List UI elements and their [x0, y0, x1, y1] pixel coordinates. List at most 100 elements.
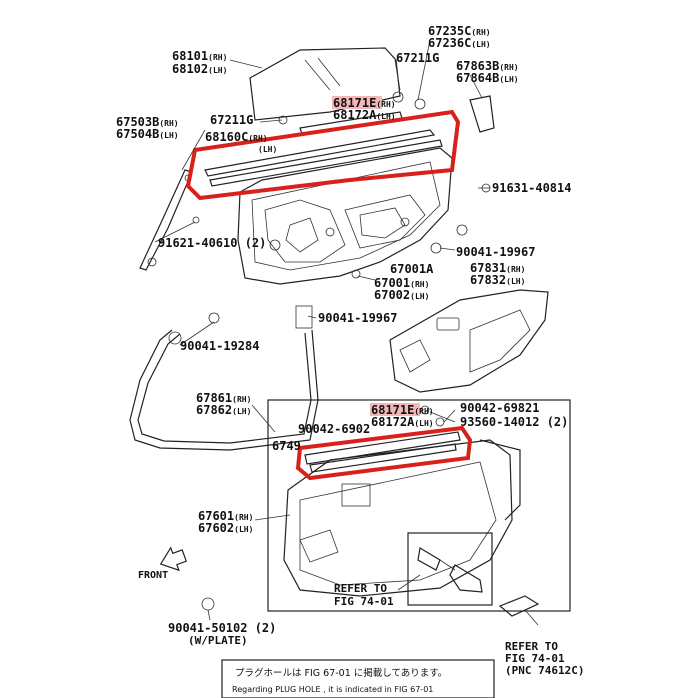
part-highlight-68171e-top [332, 96, 382, 109]
svg-text:67832(LH): 67832(LH) [470, 273, 525, 287]
svg-text:67862(LH): 67862(LH) [196, 403, 251, 417]
label-67864b: 67864B [456, 71, 499, 85]
label-67002: 67002 [374, 288, 410, 302]
label-67863b-rh: (RH) [499, 63, 518, 72]
label-67236c: 67236C [428, 36, 471, 50]
label-67862-lh: (LH) [232, 407, 251, 416]
annotation-lower-highlight [295, 425, 473, 481]
label-67832: 67832 [470, 273, 506, 287]
label-91631: 91631-40814 [492, 181, 571, 195]
svg-text:67235C(RH): 67235C(RH) [428, 24, 491, 38]
label-67002-lh: (LH) [410, 292, 429, 301]
label-67601: 67601 [198, 509, 234, 523]
label-90042-6902: 90042-6902 [298, 422, 370, 436]
label-67864b-lh: (LH) [499, 75, 518, 84]
label-67862: 67862 [196, 403, 232, 417]
label-67861-rh: (RH) [232, 395, 251, 404]
label-67832-lh: (LH) [506, 277, 525, 286]
svg-text:67831(RH): 67831(RH) [470, 261, 525, 275]
svg-text:67861(RH): 67861(RH) [196, 391, 251, 405]
label-pnc-74612c: (PNC 74612C) [505, 664, 584, 677]
label-68101-rh: (RH) [208, 53, 227, 62]
label-67236c-lh: (LH) [471, 40, 490, 49]
label-w-plate: (W/PLATE) [188, 634, 248, 647]
svg-text:67504B(LH): 67504B(LH) [116, 127, 179, 141]
door-trim-panel [389, 289, 549, 393]
label-refer-to-2: REFER TO [505, 640, 558, 653]
svg-text:68160C(RH): 68160C(RH) [205, 130, 268, 144]
svg-text:67602(LH): 67602(LH) [198, 521, 253, 535]
label-68170-lh: (LH) [258, 145, 277, 154]
label-68102-lh: (LH) [208, 66, 227, 75]
label-68171e-top: 68171E [333, 96, 376, 110]
svg-text:67503B(RH): 67503B(RH) [116, 115, 179, 129]
note-box [221, 659, 495, 698]
svg-text:67236C(LH): 67236C(LH) [428, 36, 491, 50]
label-68171e-bottom: 68171E [371, 403, 414, 417]
svg-text:67001(RH): 67001(RH) [374, 276, 429, 290]
svg-text:67864B(LH): 67864B(LH) [456, 71, 519, 85]
label-refer-to-1: REFER TO [334, 582, 387, 595]
label-68172a-top: 68172A [333, 108, 377, 122]
label-67235c: 67235C [428, 24, 471, 38]
svg-text:68102(LH): 68102(LH) [172, 62, 227, 76]
svg-text:68171E(RH): 68171E(RH) [333, 96, 396, 110]
front-arrow-icon [159, 546, 188, 572]
label-68172a-top-lh: (LH) [376, 112, 395, 121]
label-67001: 67001 [374, 276, 410, 290]
label-fig-74-01-a: FIG 74-01 [334, 595, 394, 608]
label-68171e-bottom-rh: (RH) [414, 407, 433, 416]
inset-detail [407, 532, 493, 606]
label-67504b: 67504B [116, 127, 159, 141]
label-67601-rh: (RH) [234, 513, 253, 522]
label-68160c: 68160C [205, 130, 248, 144]
svg-text:67002(LH): 67002(LH) [374, 288, 429, 302]
svg-text:68172A(LH): 68172A(LH) [333, 108, 396, 122]
annotation-upper-highlight [185, 109, 461, 201]
label-67001a: 67001A [390, 262, 434, 276]
svg-text:68171E(RH): 68171E(RH) [371, 403, 434, 417]
label-90041-19967-a: 90041-19967 [456, 245, 535, 259]
label-68172a-bottom: 68172A [371, 415, 415, 429]
label-front: FRONT [138, 570, 168, 581]
label-93560: 93560-14012 (2) [460, 415, 568, 429]
label-90041-19967-b: 90041-19967 [318, 311, 397, 325]
label-68101: 68101 [172, 49, 208, 63]
label-91621: 91621-40610 (2) [158, 236, 266, 250]
part-highlight-68171e-bottom [370, 403, 420, 416]
label-67504b-lh: (LH) [159, 131, 178, 140]
svg-text:67601(RH): 67601(RH) [198, 509, 253, 523]
rear-door-box [267, 399, 571, 612]
svg-text:68172A(LH): 68172A(LH) [371, 415, 434, 429]
leader-lines [154, 39, 539, 626]
label-67831-rh: (RH) [506, 265, 525, 274]
label-67602-lh: (LH) [234, 525, 253, 534]
label-90042-69821: 90042-69821 [460, 401, 539, 415]
svg-text:68101(RH): 68101(RH) [172, 49, 227, 63]
rear-handle-part [498, 595, 540, 617]
front-lower-frame [139, 169, 193, 271]
label-90041-50102: 90041-50102 (2) [168, 621, 276, 635]
label-67503b: 67503B [116, 115, 159, 129]
label-67001-rh: (RH) [410, 280, 429, 289]
label-67861: 67861 [196, 391, 232, 405]
label-67211g-top: 67211G [396, 51, 439, 65]
belt-weatherstrip-lower [304, 431, 461, 473]
label-67235c-rh: (RH) [471, 28, 490, 37]
note-english: Regarding PLUG HOLE , it is indicated in… [232, 685, 433, 694]
label-68160c-rh: (RH) [248, 134, 267, 143]
note-japanese: プラグホールは FIG 67-01 に掲載してあります。 [235, 667, 447, 679]
door-panel [237, 147, 453, 285]
door-glass [249, 47, 401, 121]
label-68171e-top-rh: (RH) [376, 100, 395, 109]
label-67831: 67831 [470, 261, 506, 275]
svg-text:67863B(RH): 67863B(RH) [456, 59, 519, 73]
upper-fasteners [192, 91, 495, 279]
label-90041-19284: 90041-19284 [180, 339, 259, 353]
label-67863b: 67863B [456, 59, 499, 73]
label-68172a-bottom-lh: (LH) [414, 419, 433, 428]
label-67503b-rh: (RH) [159, 119, 178, 128]
label-fig-74-01-b: FIG 74-01 [505, 652, 565, 665]
label-67211g-mid: 67211G [210, 113, 253, 127]
